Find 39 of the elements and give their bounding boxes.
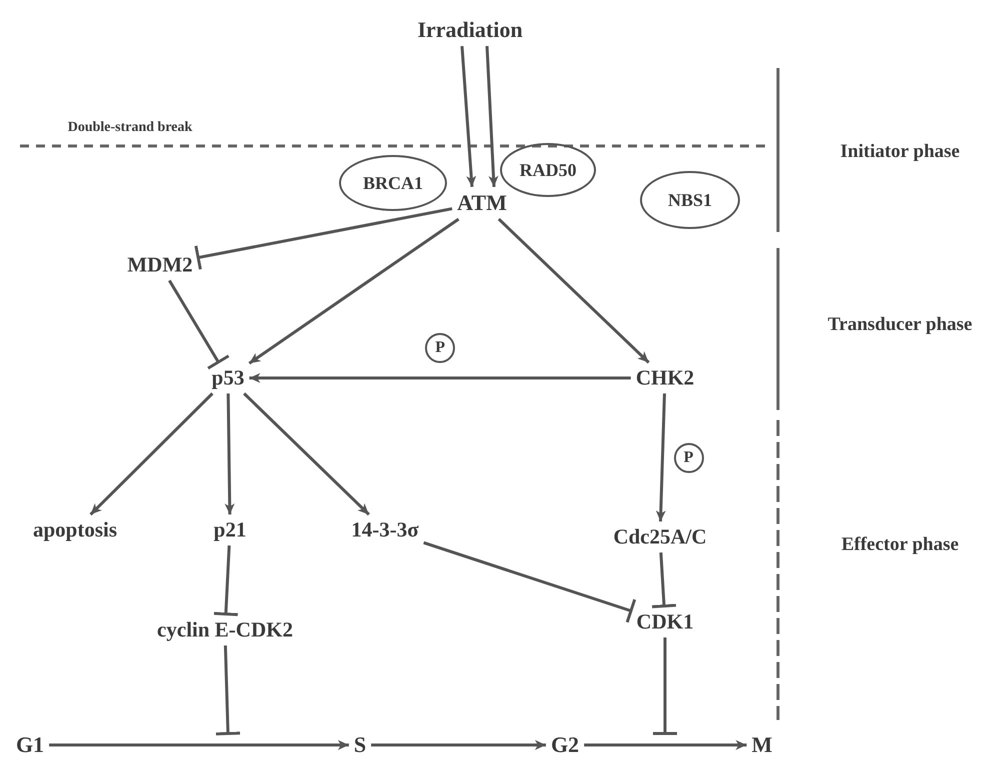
protein-label: BRCA1 [362, 172, 423, 194]
boundary-label: Double-strand break [68, 120, 192, 136]
protein-ellipse [640, 171, 740, 229]
protein-label: RAD50 [520, 160, 576, 180]
arrow [224, 393, 235, 515]
arrow [49, 740, 349, 750]
node-label: M [750, 732, 774, 758]
node-label: Cdc25A/C [611, 524, 709, 550]
arrow [486, 46, 498, 187]
node-label: 14-3-3σ [349, 517, 421, 543]
arrow [90, 392, 214, 516]
arrow [248, 218, 460, 365]
node-label: CDK1 [634, 609, 696, 635]
node-label: cyclin E-CDK2 [155, 617, 295, 643]
node-label: p21 [212, 517, 248, 543]
edge-label: P [425, 333, 456, 363]
arrow [249, 373, 631, 383]
node-label: G1 [14, 732, 46, 758]
protein-label: NBS1 [668, 190, 712, 210]
phase-label: Initiator phase [840, 141, 960, 163]
arrow [498, 218, 650, 364]
phase-label: Effector phase [841, 534, 959, 556]
node-label: MDM2 [125, 252, 195, 278]
node-label: p53 [210, 365, 246, 391]
node-label: G2 [548, 732, 582, 758]
arrow [460, 46, 476, 187]
phase-label: Transducer phase [828, 314, 972, 336]
node-label: Irradiation [415, 16, 525, 44]
node-label: ATM [455, 190, 509, 216]
arrow [243, 392, 370, 516]
arrow [584, 740, 747, 750]
node-label: apoptosis [30, 517, 120, 543]
node-label: CHK2 [634, 365, 696, 391]
node-label: S [352, 732, 368, 758]
protein-ellipse [500, 143, 596, 197]
arrow [371, 740, 546, 750]
arrow [656, 393, 666, 522]
edge-label: P [674, 442, 704, 472]
protein-ellipse [339, 155, 447, 211]
